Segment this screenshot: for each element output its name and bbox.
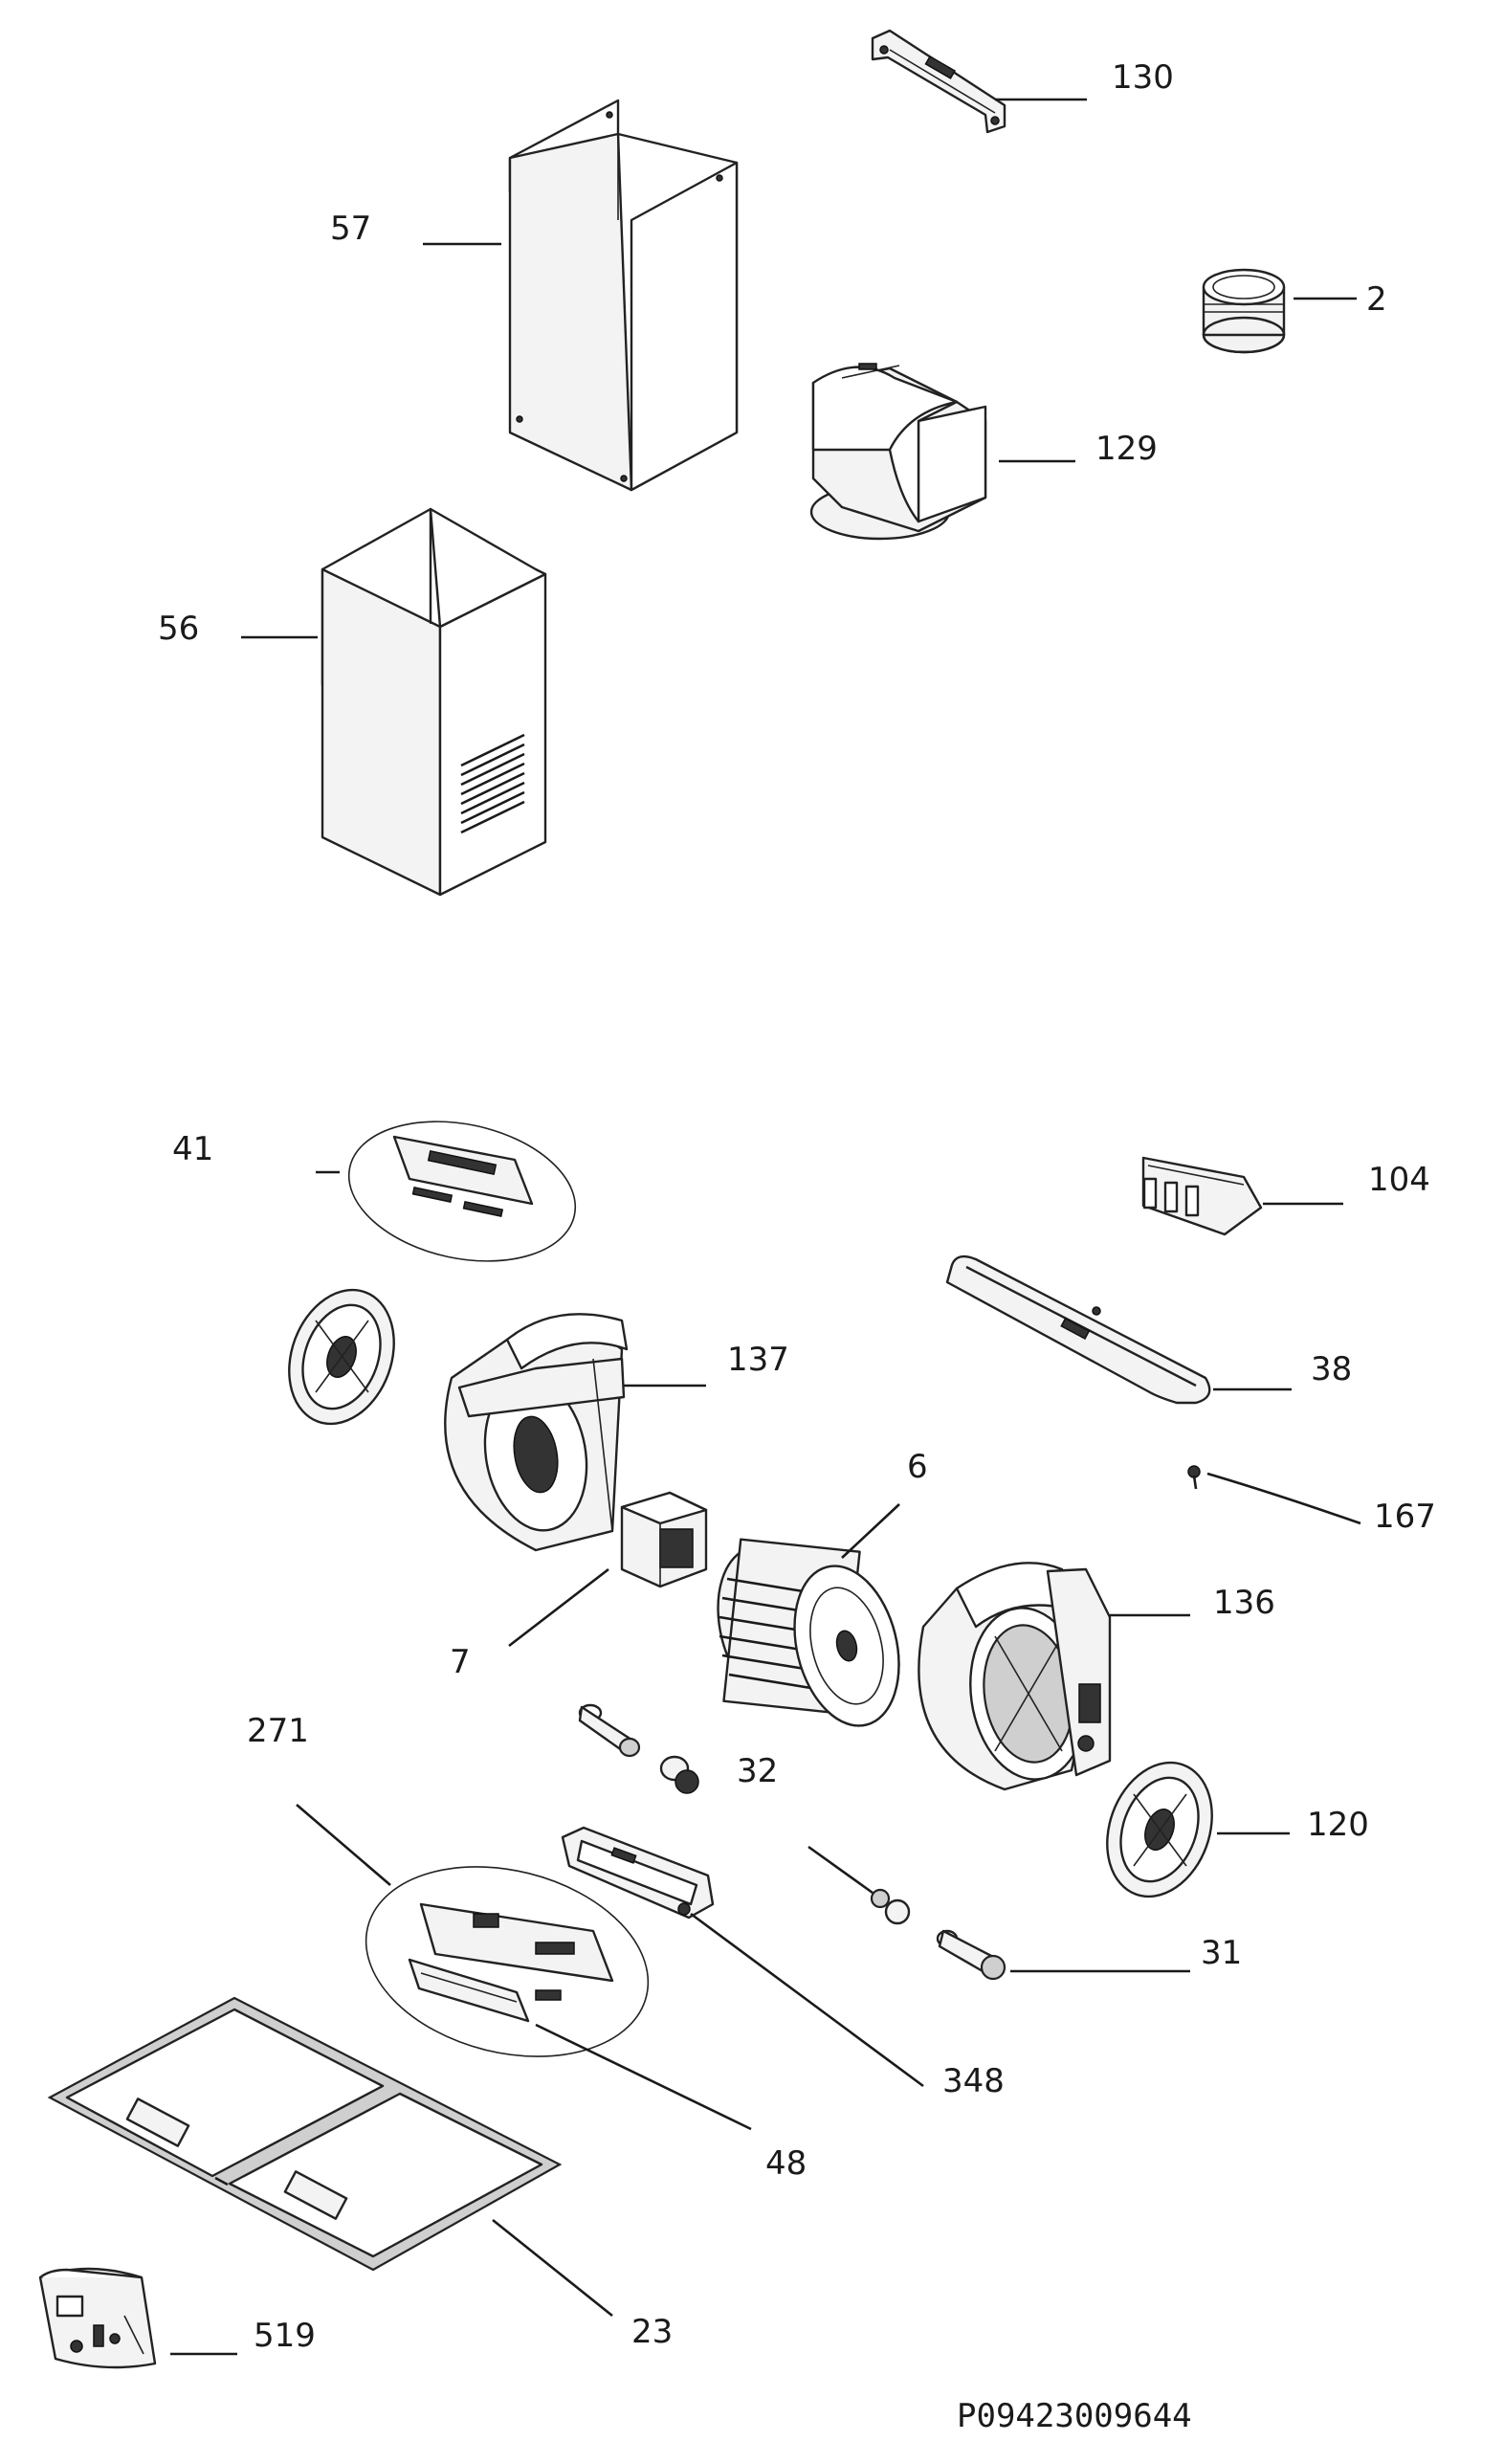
label-32: 32 [737,1752,778,1790]
label-137: 137 [727,1341,789,1379]
label-130: 130 [1112,58,1174,97]
lamp-socket-right [807,1845,911,1925]
drawing-code: P09423009644 [957,2397,1192,2435]
leader-23 [492,2218,613,2318]
label-348: 348 [942,2062,1005,2100]
leader-167 [1206,1472,1361,1525]
label-23: 23 [631,2313,673,2351]
part-271-control-pcb [365,1866,650,2057]
part-38-light-bar [945,1254,1211,1405]
label-57: 57 [330,210,371,248]
leader-271 [296,1804,391,1886]
part-6-blower-wheel [717,1538,900,1727]
label-7: 7 [450,1643,471,1681]
part-23-grease-filters [47,1996,563,2272]
inlet-ring-left [288,1288,395,1426]
part-7-motor-block [620,1491,708,1588]
label-167: 167 [1374,1498,1436,1536]
label-519: 519 [254,2317,316,2355]
part-519-hardware-bag [38,2267,157,2369]
label-2: 2 [1366,280,1387,319]
vent-grille [460,733,525,834]
leader-48 [535,2023,752,2131]
part-2-collar-ring [1202,268,1286,354]
label-56: 56 [158,610,199,648]
leader-348 [690,1912,924,2088]
part-120-inlet-ring-right [1106,1761,1213,1898]
part-56-lower-chimney [321,507,547,897]
label-38: 38 [1311,1350,1352,1388]
label-271: 271 [247,1712,309,1750]
leader-6 [841,1503,900,1559]
part-137-fan-housing-left [444,1313,629,1552]
label-104: 104 [1368,1161,1430,1199]
part-32-lamp-holder [578,1703,699,1794]
part-348-light-module [561,1826,715,1920]
part-130-bracket [871,29,1006,134]
part-57-upper-chimney [508,99,739,492]
label-120: 120 [1307,1806,1369,1844]
part-136-fan-housing-right [918,1562,1112,1791]
part-41-control-board [347,1121,577,1262]
part-167-screw [1187,1465,1201,1490]
leader-7 [508,1567,609,1648]
label-41: 41 [172,1130,213,1168]
part-129-air-diverter [809,363,987,541]
label-129: 129 [1095,430,1158,468]
part-104-clip [1141,1156,1263,1236]
lamp-bulb-small [578,1703,641,1758]
label-31: 31 [1201,1934,1242,1972]
part-31-lamp [807,1845,1006,1981]
label-136: 136 [1213,1584,1275,1622]
label-6: 6 [907,1448,928,1486]
label-48: 48 [765,2144,807,2183]
